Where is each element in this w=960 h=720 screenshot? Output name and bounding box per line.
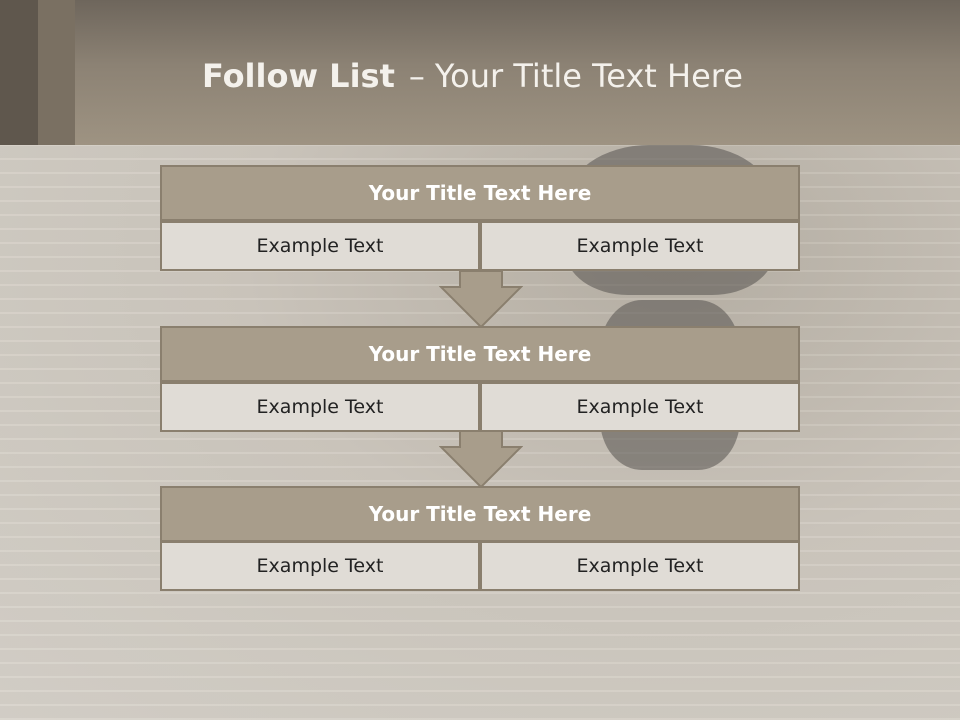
block-cell-right: Example Text — [480, 221, 800, 271]
block-title: Your Title Text Here — [160, 486, 800, 542]
list-block-3: Your Title Text Here Example Text Exampl… — [160, 486, 800, 592]
title-dash: – — [408, 57, 425, 95]
down-arrow-icon — [439, 271, 523, 329]
list-block-2: Your Title Text Here Example Text Exampl… — [160, 326, 800, 432]
header-accent-dark — [0, 0, 38, 145]
title-rest: Your Title Text Here — [434, 57, 743, 95]
title-bold: Follow List — [202, 57, 395, 95]
block-cell-left: Example Text — [160, 541, 480, 591]
block-title: Your Title Text Here — [160, 326, 800, 382]
block-cell-left: Example Text — [160, 382, 480, 432]
slide-title: Follow List–Your Title Text Here — [202, 56, 743, 96]
header-accent-light — [38, 0, 75, 145]
block-cell-right: Example Text — [480, 382, 800, 432]
list-block-1: Your Title Text Here Example Text Exampl… — [160, 165, 800, 271]
block-title: Your Title Text Here — [160, 165, 800, 221]
block-cell-left: Example Text — [160, 221, 480, 271]
block-cell-right: Example Text — [480, 541, 800, 591]
header-bar: Follow List–Your Title Text Here — [0, 0, 960, 145]
down-arrow-icon — [439, 431, 523, 489]
